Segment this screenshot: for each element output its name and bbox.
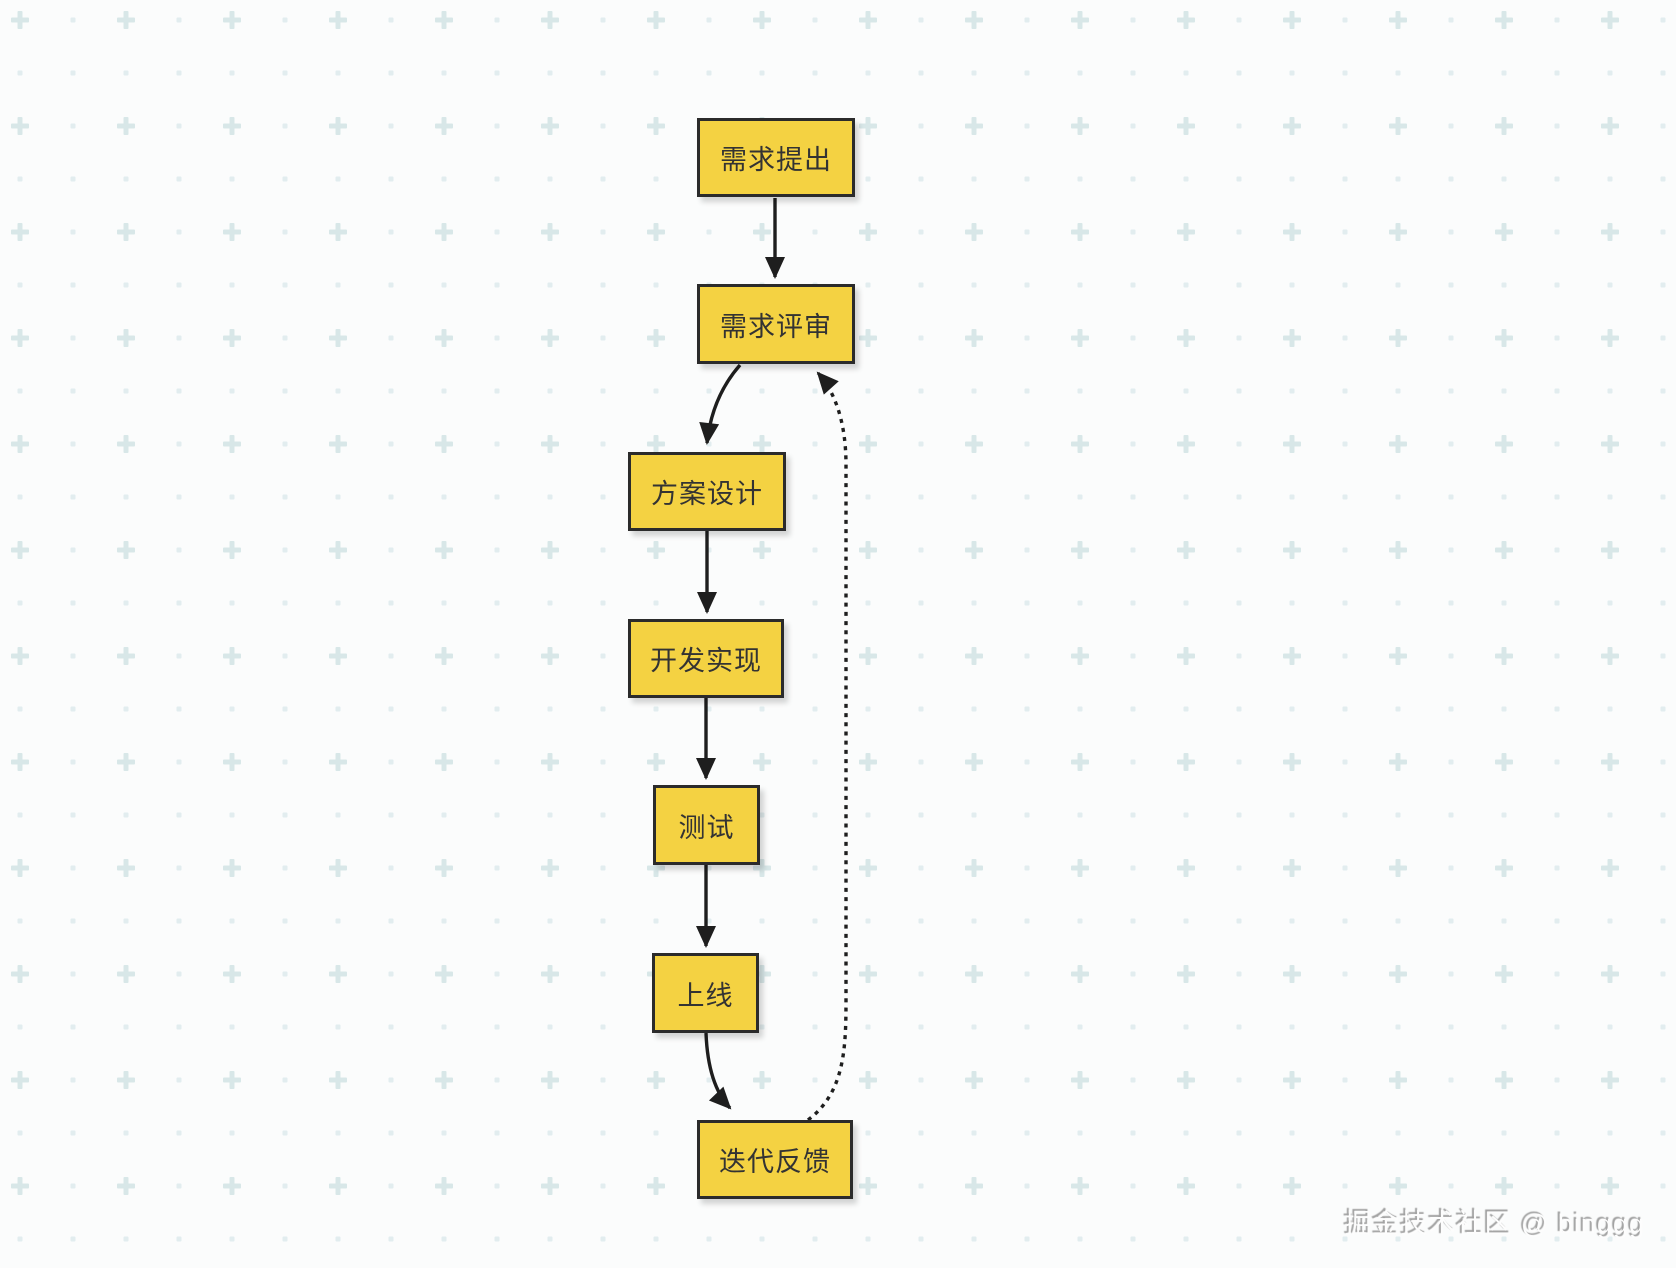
- watermark: 掘金技术社区 @ binggg: [1344, 1209, 1645, 1239]
- node-iteration-feedback: 迭代反馈: [697, 1120, 853, 1199]
- edge-feedback-to-review-dotted: [806, 371, 848, 1122]
- edge-review-to-design: [699, 363, 742, 445]
- node-solution-design: 方案设计: [628, 452, 786, 531]
- node-launch: 上线: [652, 953, 759, 1033]
- node-label: 迭代反馈: [719, 1147, 831, 1177]
- node-testing: 测试: [653, 785, 760, 865]
- node-label: 开发实现: [650, 646, 762, 676]
- node-label: 测试: [678, 812, 735, 843]
- node-label: 需求提出: [720, 145, 832, 175]
- node-development: 开发实现: [628, 619, 784, 698]
- node-requirement-review: 需求评审: [697, 284, 855, 364]
- node-label: 方案设计: [651, 479, 763, 509]
- edge-launch-to-feedback: [704, 1032, 732, 1110]
- node-requirement-proposal: 需求提出: [697, 118, 855, 197]
- node-label: 需求评审: [720, 311, 832, 342]
- node-label: 上线: [677, 980, 734, 1011]
